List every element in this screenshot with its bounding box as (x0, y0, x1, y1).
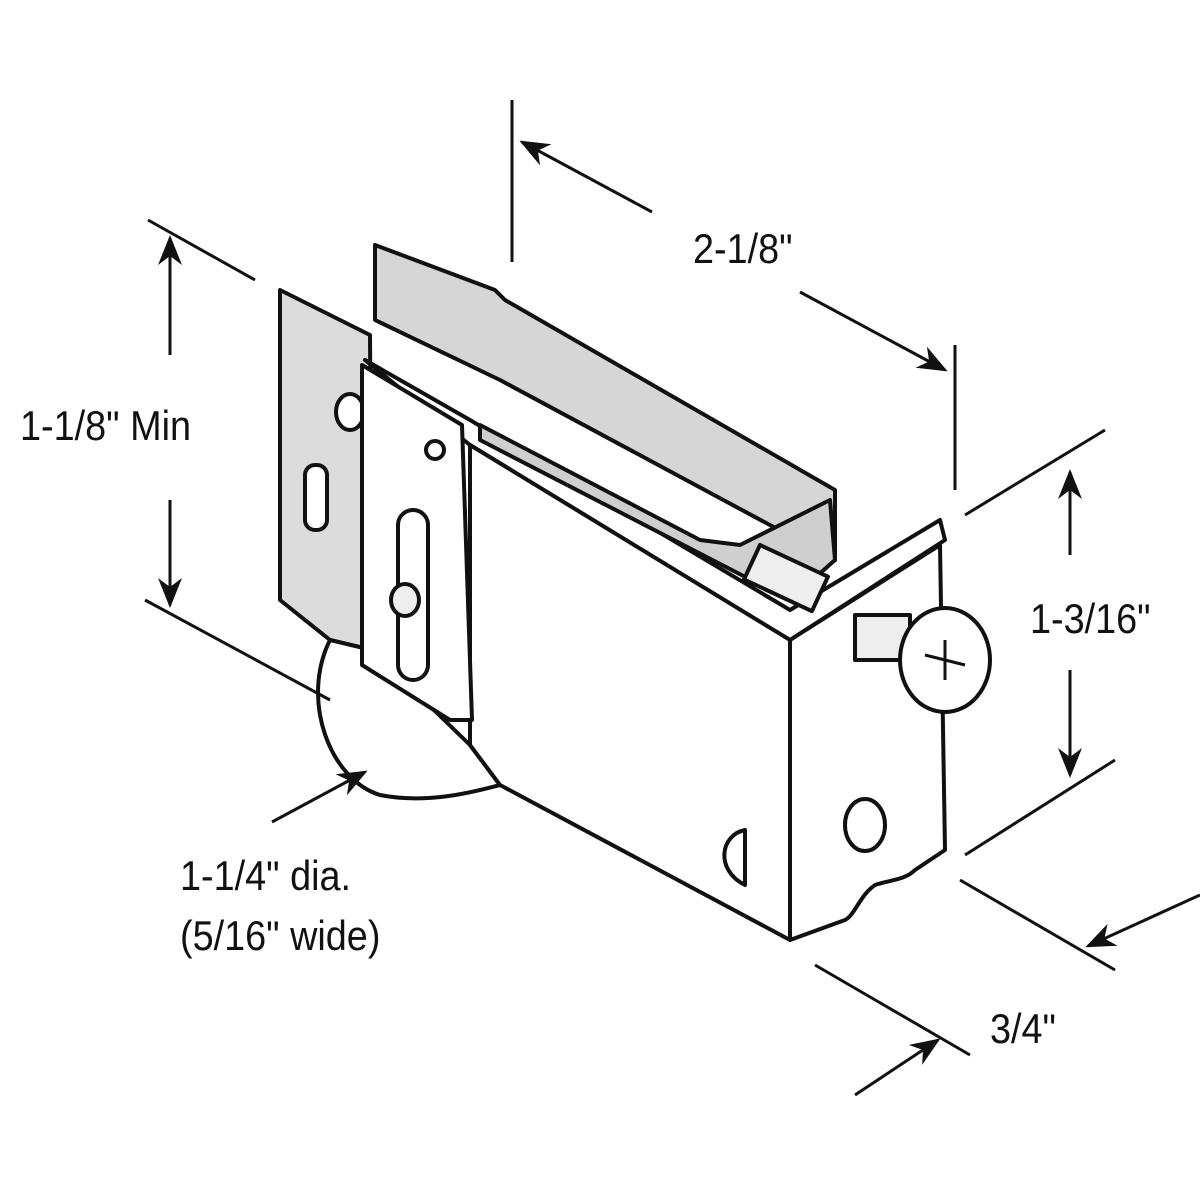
front-face-notch (722, 828, 747, 887)
dim-arrow (799, 290, 948, 372)
flange-slot (303, 463, 329, 532)
wheel (316, 638, 502, 801)
ext-line (959, 878, 1116, 972)
dim-thickness-label: 3/4" (990, 1005, 1056, 1052)
ext-line (814, 963, 971, 1057)
ext-line (147, 218, 256, 282)
dim-arrow (854, 1038, 941, 1097)
dim-height-min-label: 1-1/8" Min (20, 402, 191, 449)
dim-arrow (271, 770, 368, 824)
flange-hole (334, 392, 366, 432)
back-plate (373, 243, 837, 562)
ext-line (964, 758, 1116, 857)
dim-wheel-width-label: (5/16" wide) (180, 912, 381, 959)
dim-arrow (1085, 893, 1200, 948)
ext-line (144, 598, 331, 702)
dim-housing-height-label: 1-3/16" (1030, 595, 1151, 642)
end-face-hole (843, 797, 887, 853)
clip-hole (424, 439, 446, 461)
dim-wheel-diameter-label: 1-1/4" dia. (180, 852, 352, 899)
threaded-shank (741, 542, 830, 614)
inner-channel (478, 423, 837, 602)
ext-line (964, 428, 1106, 517)
dim-arrow (519, 140, 653, 214)
phillips-cross-icon (924, 640, 966, 680)
clip-rivet (389, 582, 421, 618)
dim-length-label: 2-1/8" (693, 225, 793, 272)
